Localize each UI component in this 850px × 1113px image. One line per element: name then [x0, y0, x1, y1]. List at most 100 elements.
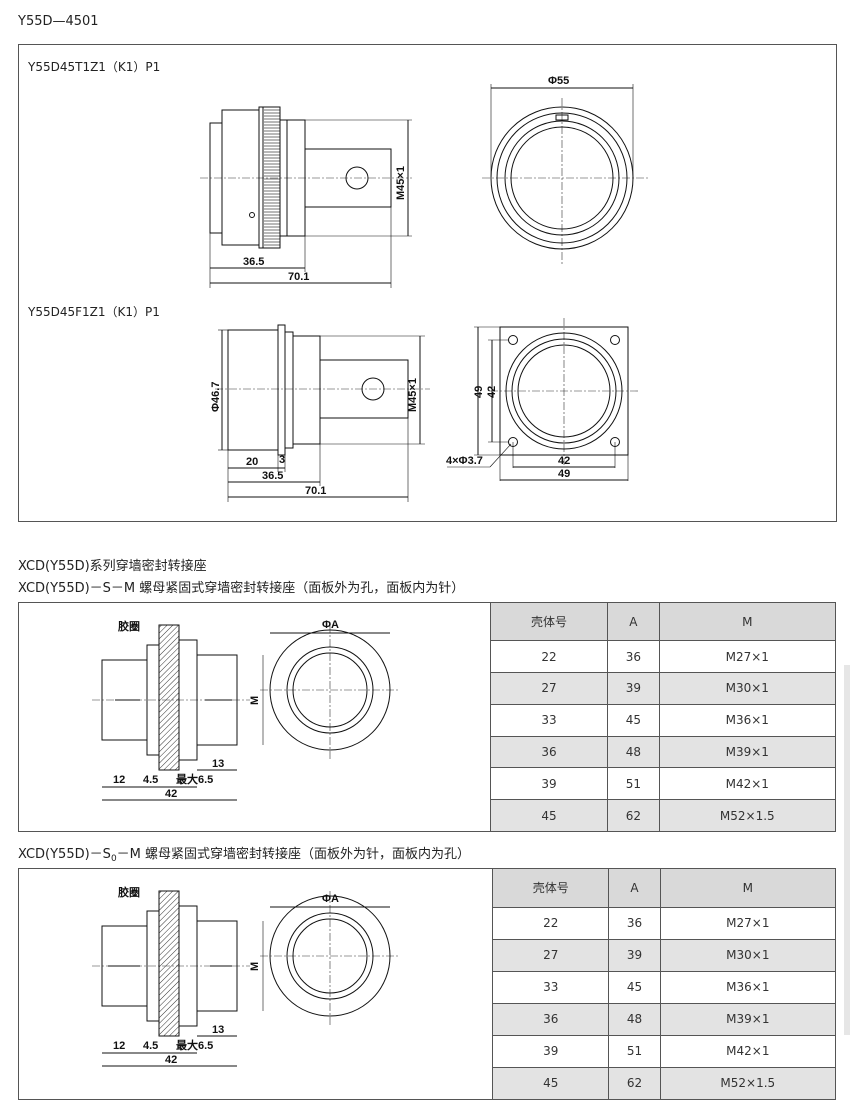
table-cell: M27×1 [658, 640, 837, 673]
table-cell: M30×1 [658, 671, 837, 705]
dim-thread: M45×1 [407, 378, 419, 412]
dim-20: 20 [246, 456, 258, 468]
dim-13: 13 [212, 1024, 224, 1036]
table-cell: M36×1 [659, 970, 837, 1004]
dim-36-5: 36.5 [262, 470, 283, 482]
dim-12: 12 [113, 774, 125, 786]
dim-3: 3 [279, 454, 285, 466]
column-header: M [658, 601, 837, 642]
table-cell: M52×1.5 [659, 1066, 837, 1101]
dim-m: M [249, 962, 261, 971]
dim-36-5: 36.5 [243, 256, 264, 268]
column-header: A [608, 868, 661, 908]
section-s0-drawing: 胶圈 M 12 4.5 最大6.5 13 42 ΦA [92, 885, 400, 1067]
table-cell: 51 [608, 1034, 661, 1068]
page-title: Y55D—4501 [18, 14, 99, 29]
dim-m: M [249, 696, 261, 705]
seal-label: 胶圈 [118, 885, 140, 899]
dim-42: 42 [165, 788, 177, 800]
part2-label: Y55D45F1Z1（K1）P1 [28, 305, 160, 319]
table-cell: 33 [489, 703, 609, 737]
table-cell: 36 [491, 1002, 610, 1036]
table-cell: 48 [608, 1002, 661, 1036]
table-cell: 62 [607, 799, 660, 832]
seal-label: 胶圈 [118, 619, 140, 633]
part2-side-view: Φ46.7 M45×1 20 3 36.5 70.1 [210, 324, 430, 502]
part1-front-view: Φ55 [482, 75, 650, 265]
drawing-box-y55d [18, 44, 837, 522]
title-subscript: 0 [110, 854, 117, 864]
table-cell: M39×1 [659, 1002, 837, 1036]
table-cell: 45 [489, 799, 609, 832]
scrollbar[interactable] [844, 665, 850, 1035]
dim-42: 42 [165, 1054, 177, 1066]
table-cell: 27 [489, 671, 609, 705]
table-cell: M42×1 [658, 767, 837, 801]
section-s-drawing: 胶圈 M 12 4.5 最大6.5 13 42 ΦA [92, 619, 400, 801]
dim-thread: M45×1 [395, 166, 407, 200]
table-cell: 48 [607, 735, 660, 769]
dim-diameter-a: ΦA [322, 619, 339, 631]
table-cell: M27×1 [659, 906, 837, 940]
table-cell: 27 [491, 938, 610, 972]
table-cell: 39 [608, 938, 661, 972]
table-cell: 33 [491, 970, 610, 1004]
table-cell: 45 [491, 1066, 610, 1101]
dim-diameter-a: ΦA [322, 893, 339, 905]
table-cell: 39 [489, 767, 609, 801]
section-s-title: XCD(Y55D)－S－M 螺母紧固式穿墙密封转接座（面板外为孔，面板内为针） [18, 581, 465, 596]
series-title: XCD(Y55D)系列穿墙密封转接座 [18, 559, 207, 574]
title-part: XCD(Y55D)－S [18, 847, 111, 862]
dim-13: 13 [212, 758, 224, 770]
table-cell: 51 [607, 767, 660, 801]
dim-h49: 49 [558, 468, 570, 480]
table-cell: 36 [489, 735, 609, 769]
table-cell: 62 [608, 1066, 661, 1101]
dim-v42: 42 [486, 386, 498, 398]
section-s0-title: XCD(Y55D)－S0－M 螺母紧固式穿墙密封转接座（面板外为针，面板内为孔） [18, 843, 470, 864]
part1-side-view: M45×1 36.5 70.1 [200, 106, 412, 288]
table-cell: M52×1.5 [658, 799, 837, 832]
dim-4-5: 4.5 [143, 774, 158, 786]
dim-h42: 42 [558, 455, 570, 467]
title-part: －M 螺母紧固式穿墙密封转接座（面板外为针，面板内为孔） [116, 847, 471, 862]
column-header: A [607, 601, 660, 642]
dim-4-5: 4.5 [143, 1040, 158, 1052]
part1-label: Y55D45T1Z1（K1）P1 [28, 60, 161, 74]
dim-holes: 4×Φ3.7 [446, 455, 483, 467]
dim-max-6-5: 最大6.5 [176, 1038, 213, 1052]
table-cell: 36 [608, 906, 661, 940]
dim-70-1: 70.1 [305, 485, 326, 497]
part2-front-view: 49 42 42 49 4×Φ3.7 [446, 318, 640, 481]
dim-max-6-5: 最大6.5 [176, 772, 213, 786]
column-header: 壳体号 [491, 868, 610, 908]
table-cell: 39 [607, 671, 660, 705]
table-cell: 45 [608, 970, 661, 1004]
dim-12: 12 [113, 1040, 125, 1052]
dim-diameter: Φ55 [548, 75, 569, 87]
dim-diameter: Φ46.7 [210, 382, 222, 412]
dim-70-1: 70.1 [288, 271, 309, 283]
table-cell: M42×1 [659, 1034, 837, 1068]
table-cell: M39×1 [658, 735, 837, 769]
table-cell: 22 [491, 906, 610, 940]
column-header: 壳体号 [489, 601, 609, 642]
table-cell: M30×1 [659, 938, 837, 972]
